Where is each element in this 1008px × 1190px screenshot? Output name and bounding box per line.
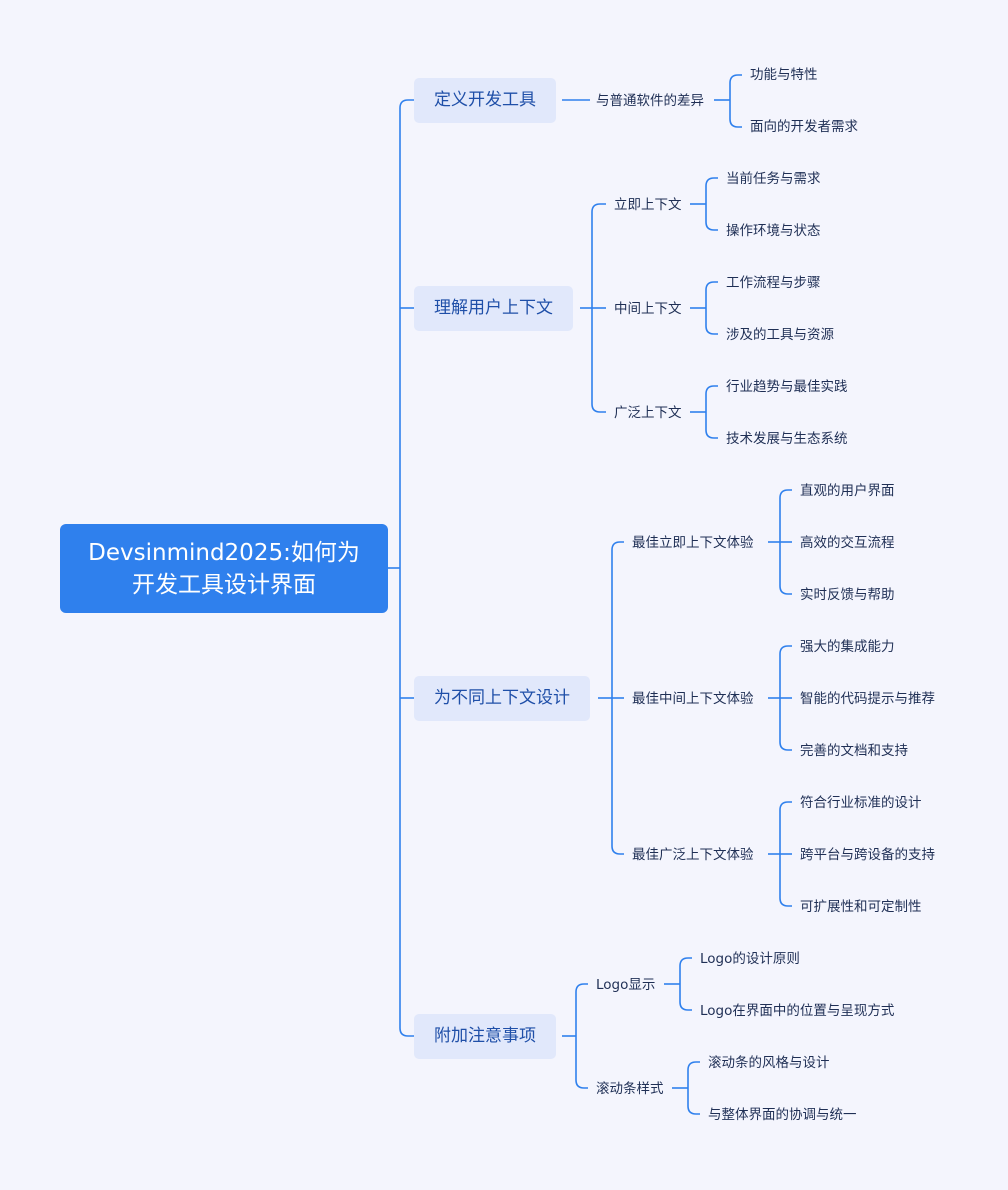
leaf-node[interactable]: 直观的用户界面 (800, 483, 895, 499)
branch1-connector-link (591, 203, 606, 213)
topic-node-broad-context[interactable]: 广泛上下文 (614, 405, 682, 421)
topic-node-scrollbar-style[interactable]: 滚动条样式 (596, 1081, 664, 1097)
topic0-connector-link (729, 74, 742, 84)
topic1c-connector-link (705, 385, 718, 395)
leaf-node[interactable]: 面向的开发者需求 (750, 119, 858, 135)
leaf-node[interactable]: 当前任务与需求 (726, 171, 821, 187)
root-node[interactable]: Devsinmind2025:如何为 开发工具设计界面 (60, 524, 388, 613)
leaf-node[interactable]: 涉及的工具与资源 (726, 327, 834, 343)
branch-node-design-for-contexts[interactable]: 为不同上下文设计 (414, 676, 590, 721)
leaf-node[interactable]: 滚动条的风格与设计 (708, 1055, 830, 1071)
branch2-connector-link (611, 845, 624, 855)
topic2c-connector-link (779, 897, 792, 907)
topic0-connector-link (729, 118, 742, 128)
branch2-connector-link (611, 541, 624, 551)
leaf-node[interactable]: 高效的交互流程 (800, 535, 895, 551)
topic2a-connector-link (779, 489, 792, 499)
topic-node-logo-display[interactable]: Logo显示 (596, 977, 656, 993)
topic-node-best-immediate[interactable]: 最佳立即上下文体验 (632, 535, 754, 551)
topic3b-connector-link (687, 1061, 700, 1071)
topic3b-connector-link (687, 1105, 700, 1115)
root-title-line-1: Devsinmind2025:如何为 (88, 539, 360, 566)
topic1a-connector-link (705, 221, 718, 231)
topic-node-immediate-context[interactable]: 立即上下文 (614, 197, 682, 213)
topic2a-connector-link (779, 585, 792, 595)
leaf-node[interactable]: 强大的集成能力 (800, 639, 895, 655)
topic1a-connector-link (705, 177, 718, 187)
branch-node-additional-notes[interactable]: 附加注意事项 (414, 1014, 556, 1059)
topic1c-connector-link (705, 429, 718, 439)
branch1-connector-link (591, 403, 606, 413)
leaf-node[interactable]: Logo的设计原则 (700, 951, 800, 967)
leaf-node[interactable]: 可扩展性和可定制性 (800, 899, 922, 915)
topic2c-connector-link (779, 801, 792, 811)
root-title-line-2: 开发工具设计界面 (132, 571, 316, 598)
leaf-node[interactable]: 实时反馈与帮助 (800, 587, 895, 603)
topic1b-connector-link (705, 325, 718, 335)
leaf-node[interactable]: 完善的文档和支持 (800, 743, 908, 759)
leaf-node[interactable]: 技术发展与生态系统 (726, 431, 848, 447)
branch-node-define-tools[interactable]: 定义开发工具 (414, 78, 556, 123)
leaf-node[interactable]: 操作环境与状态 (726, 223, 821, 239)
branch3-connector-link (575, 983, 588, 993)
leaf-node[interactable]: 智能的代码提示与推荐 (800, 691, 935, 707)
leaf-node[interactable]: 工作流程与步骤 (726, 275, 821, 291)
leaf-node[interactable]: 符合行业标准的设计 (800, 795, 922, 811)
topic-node-best-broad[interactable]: 最佳广泛上下文体验 (632, 847, 754, 863)
topic-node-best-intermediate[interactable]: 最佳中间上下文体验 (632, 691, 754, 707)
topic-node-differences[interactable]: 与普通软件的差异 (596, 93, 704, 109)
branch-node-understand-context[interactable]: 理解用户上下文 (414, 286, 573, 331)
topic3a-connector-link (679, 1001, 692, 1011)
branch3-connector-link (575, 1079, 588, 1089)
topic3a-connector-link (679, 957, 692, 967)
leaf-node[interactable]: Logo在界面中的位置与呈现方式 (700, 1003, 895, 1019)
topic1b-connector-link (705, 281, 718, 291)
leaf-node[interactable]: 功能与特性 (750, 67, 818, 83)
leaf-node[interactable]: 跨平台与跨设备的支持 (800, 847, 935, 863)
root-connector-link (399, 99, 414, 109)
topic2b-connector-link (779, 741, 792, 751)
root-connector-link (399, 1027, 414, 1037)
leaf-node[interactable]: 与整体界面的协调与统一 (708, 1107, 857, 1123)
topic2b-connector-link (779, 645, 792, 655)
leaf-node[interactable]: 行业趋势与最佳实践 (726, 379, 848, 395)
topic-node-intermediate-context[interactable]: 中间上下文 (614, 301, 682, 317)
